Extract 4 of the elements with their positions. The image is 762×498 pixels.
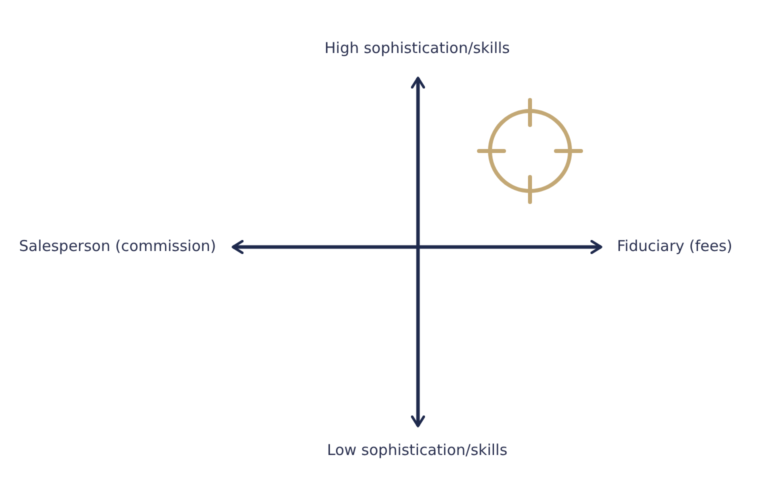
axis-label: Low sophistication/skills xyxy=(327,440,508,460)
axis-label: Fiduciary (fees) xyxy=(617,236,732,256)
axis-label: Salesperson (commission) xyxy=(19,236,216,256)
axis-label: High sophistication/skills xyxy=(324,38,510,58)
